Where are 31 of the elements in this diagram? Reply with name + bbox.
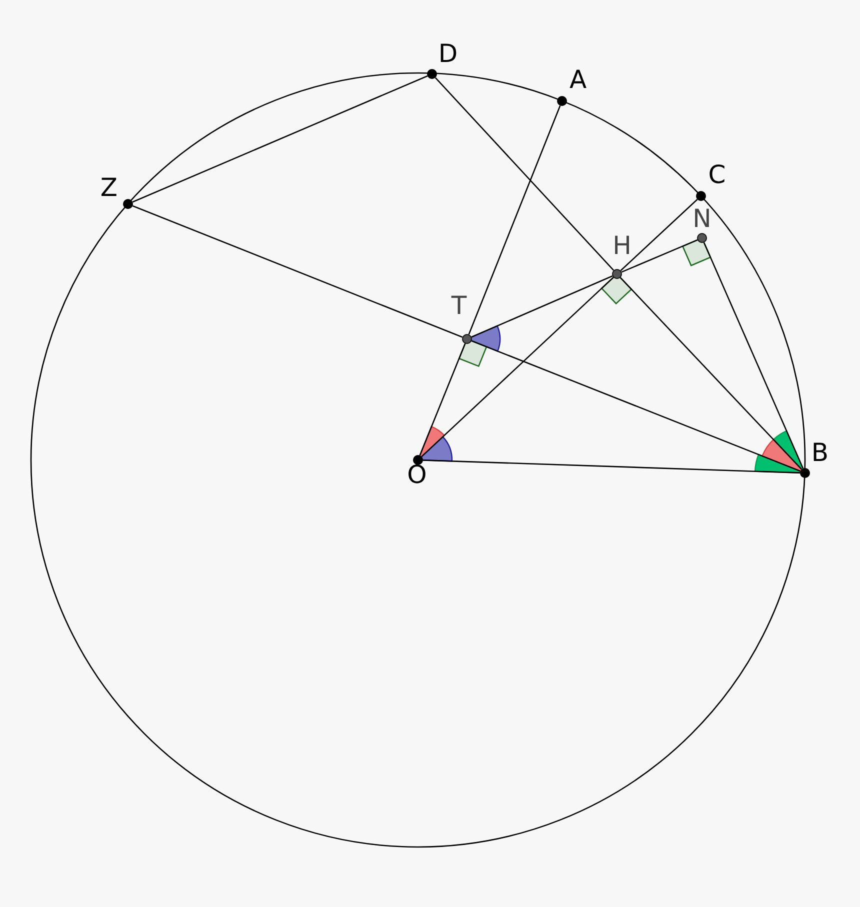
point-label: O — [407, 461, 427, 489]
point-dot — [462, 334, 472, 344]
point-label: D — [438, 40, 458, 68]
line-segment — [419, 343, 466, 456]
point-label: Z — [100, 174, 118, 202]
point-dot — [123, 199, 133, 209]
line-segment — [132, 75, 428, 203]
line-segment — [703, 242, 804, 469]
point-dot — [800, 468, 810, 478]
point-label: H — [612, 232, 632, 260]
line-segment — [621, 239, 698, 273]
line-segment — [620, 277, 802, 470]
point-label: A — [569, 66, 587, 94]
point-dot — [427, 69, 437, 79]
line-segment — [132, 205, 463, 338]
line-segment — [421, 276, 614, 458]
line-segment — [422, 460, 800, 474]
line-segment — [468, 105, 561, 335]
point-dot — [413, 455, 423, 465]
point-label: N — [692, 205, 712, 233]
point-dot — [557, 96, 567, 106]
line-segment — [620, 198, 698, 272]
point-dot — [696, 191, 706, 201]
line-segment — [471, 340, 801, 472]
line-segment — [434, 77, 614, 271]
point-dot — [697, 233, 707, 243]
point-dot — [612, 269, 622, 279]
point-label: B — [811, 439, 829, 467]
line-segment — [471, 275, 613, 338]
point-label: T — [451, 292, 467, 320]
point-label: C — [708, 161, 726, 189]
